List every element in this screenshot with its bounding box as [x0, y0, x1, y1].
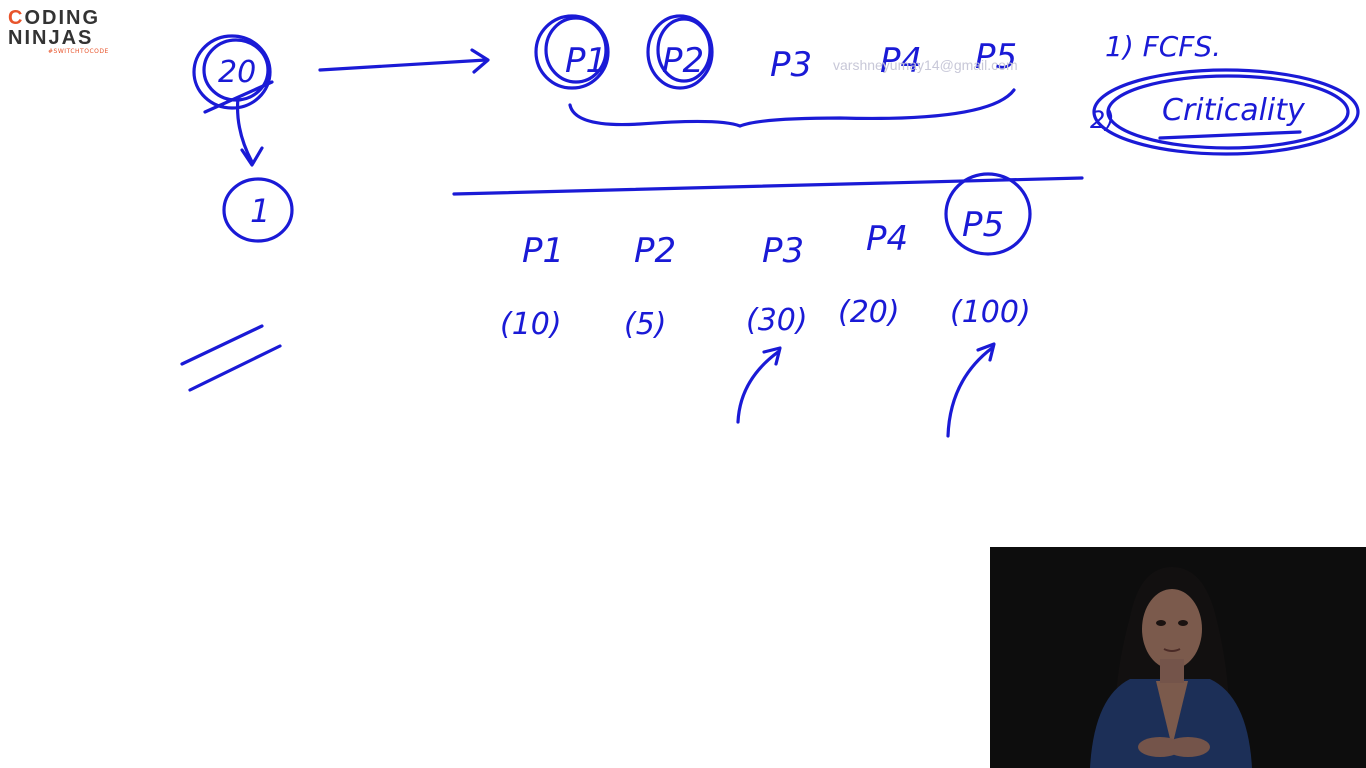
right-arrow-head — [470, 48, 490, 74]
logo-line-1: CODING — [8, 7, 101, 29]
logo-line-1-text: ODING — [24, 7, 101, 29]
arrow-to-p3 — [736, 350, 780, 424]
burst-time-p2: (5) — [624, 307, 667, 342]
list-item-2-number: 2) — [1090, 106, 1115, 134]
criticality-circle-inner — [1106, 74, 1350, 150]
top-process-p1: P1 — [565, 41, 607, 81]
criticality-underline — [1158, 130, 1302, 140]
top-p2-circle-inner — [656, 17, 712, 83]
down-arrow-head — [240, 146, 264, 167]
bottom-process-p1: P1 — [522, 231, 564, 271]
divider-line — [452, 176, 1084, 196]
bottom-process-p2: P2 — [634, 231, 676, 271]
arrow-to-p5-head — [976, 342, 996, 362]
top-process-p4: P4 — [880, 41, 922, 81]
circle-stroke-inner — [202, 38, 270, 102]
equal-line-2 — [188, 344, 282, 392]
burst-time-p5: (100) — [950, 295, 1031, 330]
top-process-p2: P2 — [662, 41, 704, 81]
email-watermark: varshneyumay14@gmail.com — [833, 57, 1018, 73]
coding-ninjas-logo: CODING NINJAS #SWITCHTOCODE — [8, 8, 118, 58]
top-left-circle-text: 20 — [218, 55, 256, 90]
bottom-p5-circle — [944, 172, 1032, 256]
list-item-criticality: Criticality — [1162, 93, 1306, 128]
right-arrow-line — [318, 58, 488, 72]
burst-time-p1: (10) — [500, 307, 562, 342]
bottom-process-p4: P4 — [866, 219, 908, 259]
down-arrow-line — [235, 96, 254, 164]
logo-tagline: #SWITCHTOCODE — [48, 48, 109, 55]
arrow-to-p5 — [946, 346, 994, 438]
top-left-circle-group: 20 — [192, 34, 274, 114]
bottom-process-p5: P5 — [962, 205, 1004, 245]
equal-line-1 — [180, 324, 264, 366]
circle-stroke — [192, 34, 272, 110]
curly-brace — [568, 88, 1016, 128]
top-process-p3: P3 — [770, 45, 812, 85]
top-p1-circle-inner — [544, 16, 608, 84]
arrow-to-p3-head — [762, 346, 782, 366]
burst-time-p4: (20) — [838, 295, 900, 330]
small-circle-text: 1 — [250, 192, 270, 230]
presenter-video — [990, 547, 1366, 768]
small-circle — [222, 177, 294, 243]
logo-line-2: NINJAS — [8, 27, 94, 49]
list-item-fcfs: 1) FCFS. — [1105, 30, 1221, 63]
bottom-process-p3: P3 — [762, 231, 804, 271]
burst-time-p3: (30) — [746, 303, 808, 338]
top-p2-circle — [646, 14, 714, 90]
criticality-circle-outer — [1092, 68, 1360, 156]
presenter-image — [990, 547, 1366, 768]
top-process-p5: P5 — [975, 37, 1017, 77]
top-p1-circle — [534, 14, 610, 90]
